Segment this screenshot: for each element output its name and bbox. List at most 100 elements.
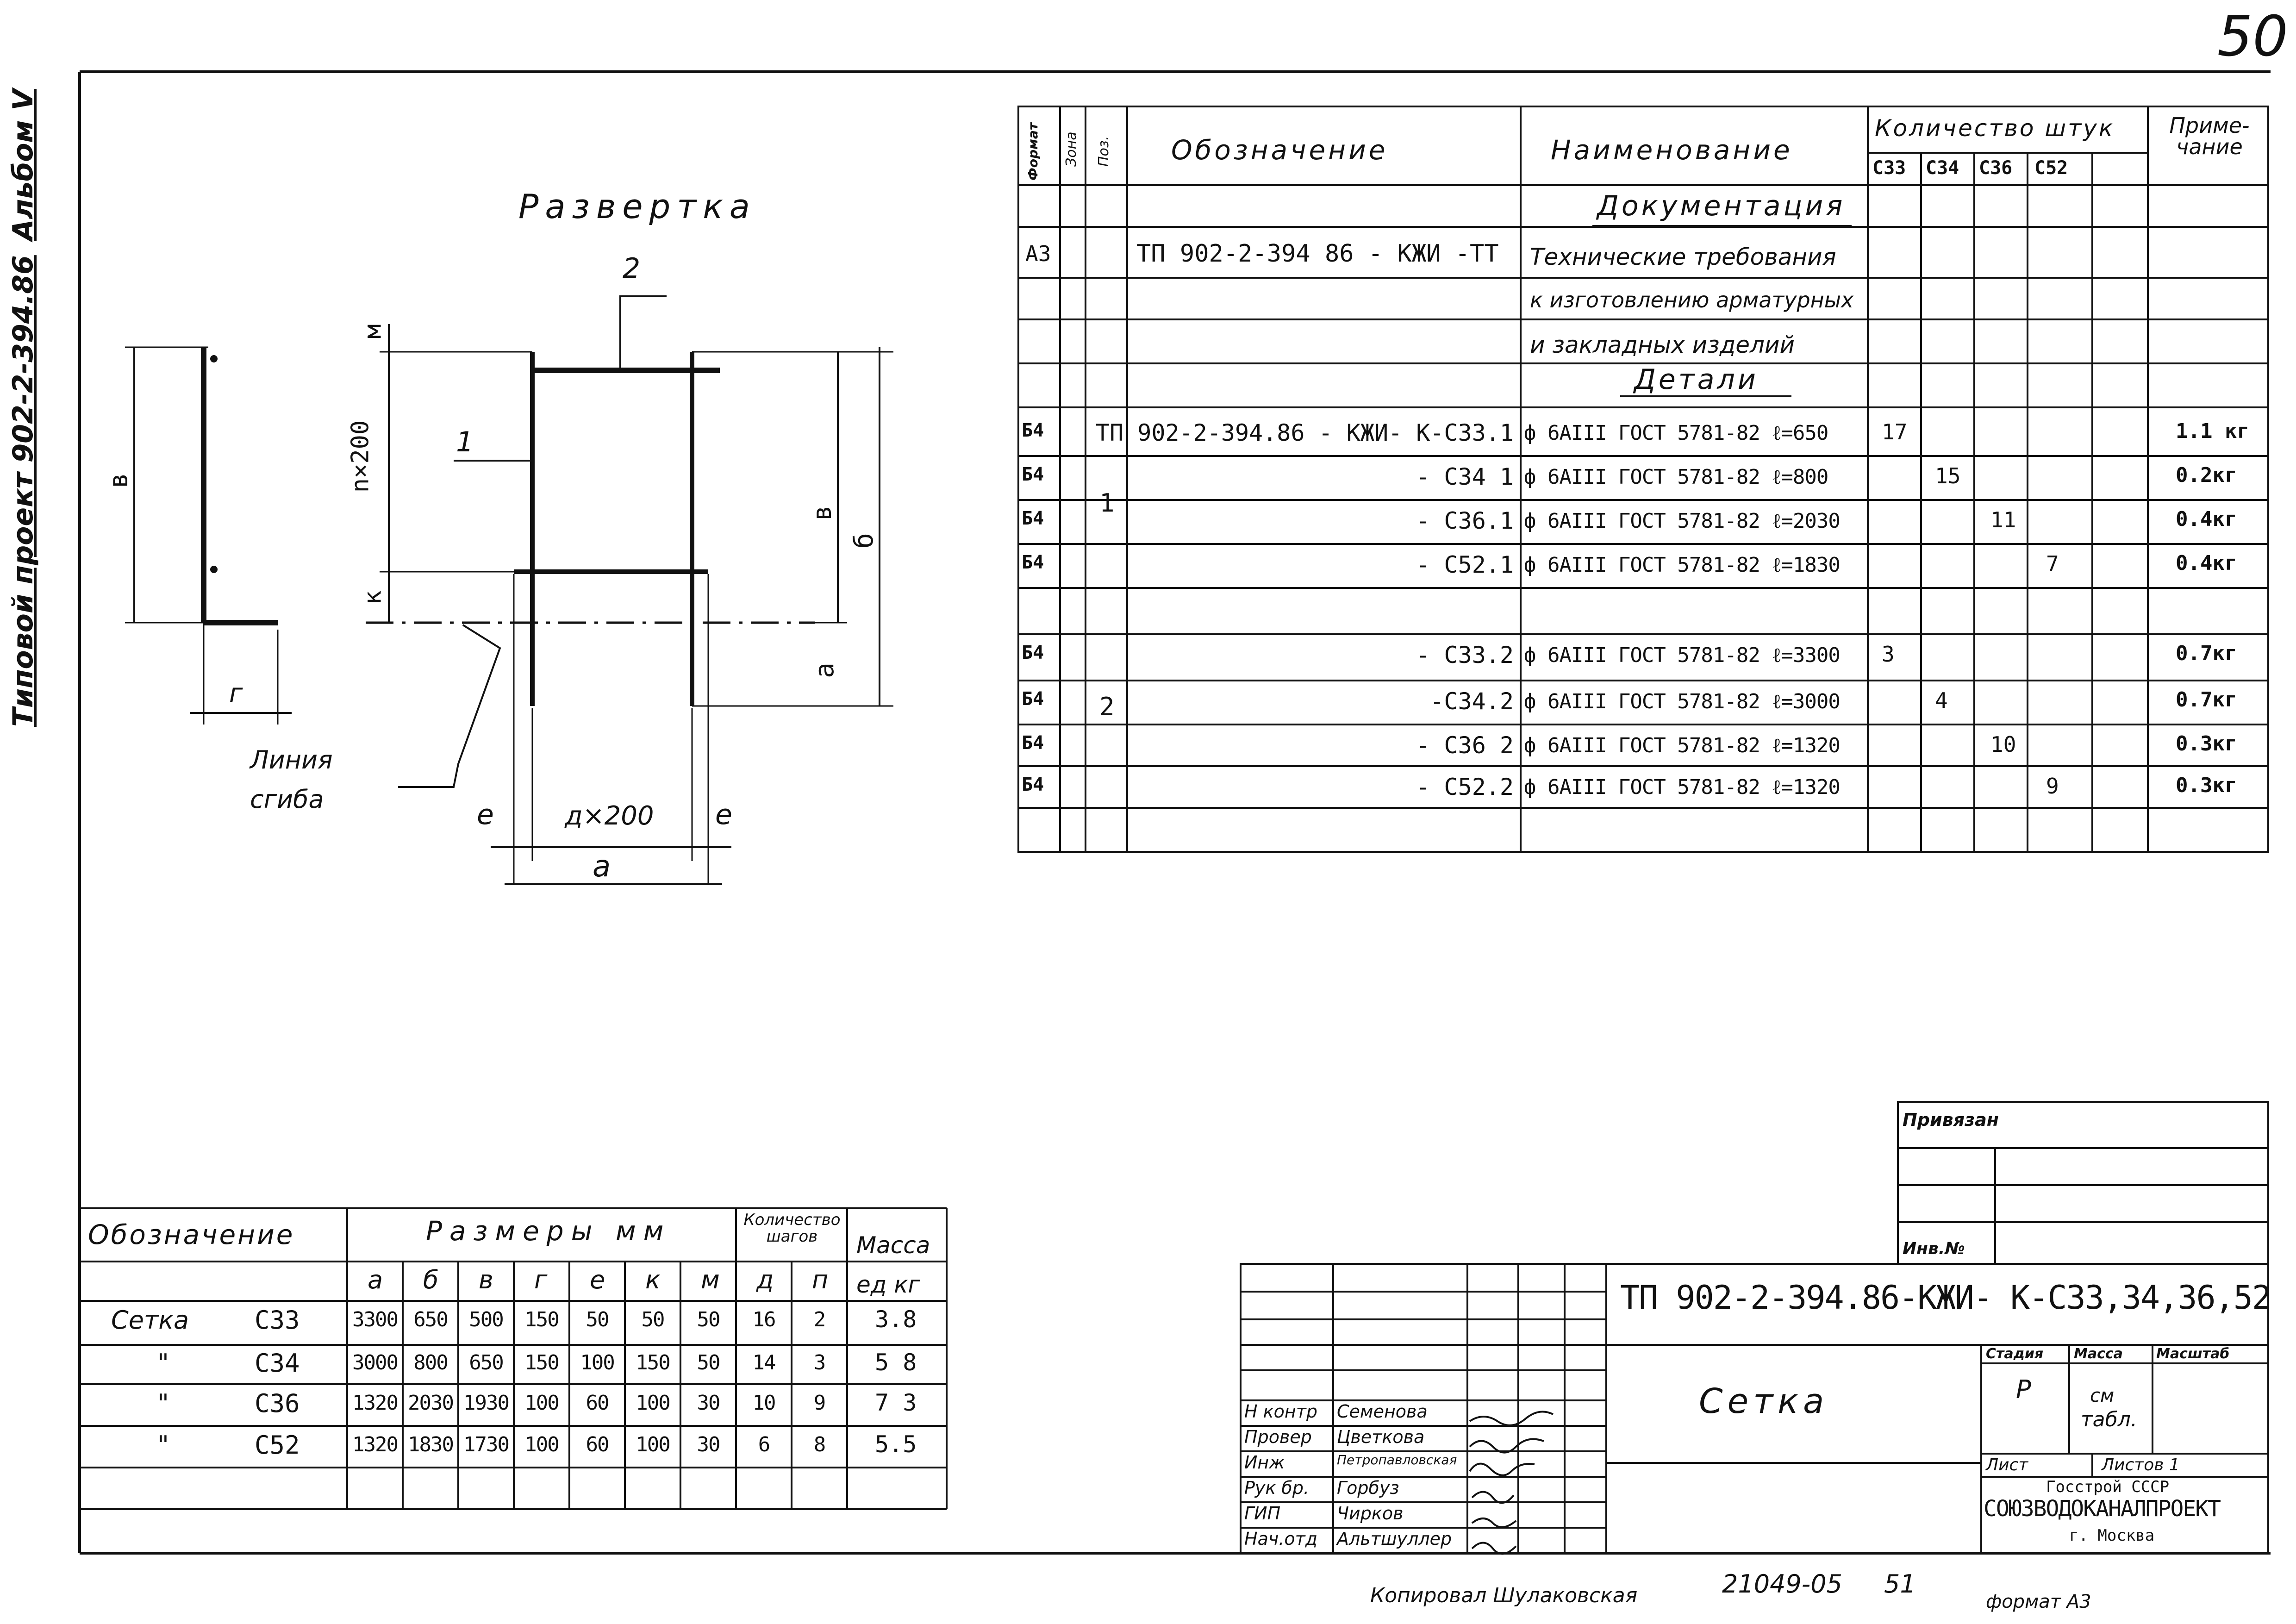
dims-row-name: " — [157, 1389, 169, 1418]
dims-row-value: 100 — [636, 1433, 670, 1456]
spec-row-mass: 0.3кг — [2176, 732, 2237, 756]
footer-copied: Копировал Шулаковская — [1370, 1584, 1638, 1607]
dims-column-header: а — [368, 1265, 383, 1294]
label-bend-line-1: Линия — [250, 745, 333, 775]
dims-row-name: " — [157, 1430, 169, 1460]
dims-row-code: С34 — [255, 1349, 300, 1378]
stamp-mass-value-2: табл. — [2081, 1408, 2137, 1431]
dims-column-header: е — [590, 1265, 605, 1294]
spec-row-designation: -С34.2 — [1430, 688, 1514, 715]
stamp-sheet-label: Лист — [1986, 1455, 2028, 1474]
dims-row-value: 8 — [813, 1433, 826, 1456]
spec-row-designation: - С36.1 — [1416, 507, 1514, 534]
dims-row-value: 50 — [697, 1308, 721, 1331]
dims-row-value: 100 — [636, 1391, 670, 1415]
spec-row-name: ф 6АIII ГОСТ 5781-82 ℓ=650 — [1524, 421, 1828, 445]
spec-doc-designation: ТП 902-2-394 86 - КЖИ -ТТ — [1136, 240, 1499, 268]
stamp-org-3: г. Москва — [2069, 1526, 2155, 1545]
spec-row-name: ф 6АIII ГОСТ 5781-82 ℓ=1320 — [1524, 734, 1841, 757]
spec-row-name: ф 6АIII ГОСТ 5781-82 ℓ=2030 — [1524, 509, 1841, 533]
spec-row-format: Б4 — [1022, 464, 1044, 485]
spec-row-name: ф 6АIII ГОСТ 5781-82 ℓ=1320 — [1524, 775, 1841, 799]
spec-row-format: Б4 — [1022, 508, 1044, 529]
dims-row-value: 50 — [697, 1351, 721, 1374]
stamp-person-name: Горбуз — [1337, 1478, 1399, 1498]
dims-row-mass: 5.5 — [875, 1431, 917, 1458]
dims-header-sizes: Размеры мм — [426, 1215, 671, 1247]
spec-row-format: Б4 — [1022, 688, 1044, 710]
dims-row-name: Сетка — [111, 1305, 189, 1335]
spec-row-name: ф 6АIII ГОСТ 5781-82 ℓ=1830 — [1524, 553, 1841, 577]
dims-header-mass: Масса ед кг — [856, 1232, 930, 1298]
spec-doc-name-1: Технические требования — [1530, 244, 1836, 270]
side-view — [125, 346, 292, 725]
spec-col-c33: С33 — [1872, 157, 1906, 179]
label-pos-2: 2 — [623, 252, 641, 285]
stamp-person-role: ГИП — [1244, 1503, 1281, 1524]
stamp-stage: Р — [2016, 1375, 2031, 1404]
side-project-label: Типовой проект 902-2-394.86 — [7, 255, 39, 727]
dims-column-header: в — [479, 1265, 493, 1294]
spec-col-c34: С34 — [1926, 157, 1959, 179]
stamp-mass-value-1: см — [2090, 1385, 2115, 1406]
label-bend-line-2: сгиба — [250, 785, 324, 814]
label-v-left: в — [103, 473, 134, 488]
dims-row-value: 30 — [697, 1391, 721, 1415]
spec-row-designation: - С52.1 — [1416, 551, 1514, 578]
dims-column-header: г — [534, 1265, 548, 1294]
spec-row-name: ф 6АIII ГОСТ 5781-82 ℓ=3000 — [1524, 690, 1841, 713]
stamp-person-name: Семенова — [1337, 1401, 1428, 1422]
label-e-left: е — [477, 799, 494, 831]
dims-row-value: 2 — [813, 1308, 826, 1331]
spec-row-qty: 10 — [1990, 732, 2016, 757]
spec-row-qty: 11 — [1990, 507, 2016, 532]
spec-section-details: Детали — [1634, 363, 1759, 396]
spec-row-designation: - С33.2 — [1416, 642, 1514, 668]
dims-header-designation: Обозначение — [88, 1219, 295, 1250]
dims-table-grid — [80, 1207, 948, 1510]
spec-row-format: Б4 — [1022, 420, 1044, 441]
dims-row-code: С36 — [255, 1389, 300, 1418]
stamp-code: ТП 902-2-394.86-КЖИ- К-С33,34,36,52 — [1620, 1279, 2271, 1317]
dims-row-code: С33 — [255, 1305, 300, 1335]
footer-number: 21049-05 — [1722, 1569, 1842, 1599]
label-v-right: в — [807, 505, 837, 521]
spec-row-format: Б4 — [1022, 552, 1044, 573]
spec-row-designation: - С36 2 — [1416, 732, 1514, 759]
flat-pattern — [366, 295, 893, 885]
dims-column-header: б — [423, 1265, 439, 1294]
dims-row-value: 1930 — [463, 1391, 510, 1415]
spec-col-c52: С52 — [2034, 157, 2068, 179]
spec-row-name: ф 6АIII ГОСТ 5781-82 ℓ=800 — [1524, 465, 1828, 489]
dims-row-value: 1320 — [352, 1391, 399, 1415]
stamp-person-name: Петропавловская — [1337, 1452, 1457, 1468]
spec-row-mass: 0.7кг — [2176, 642, 2237, 665]
dims-row-value: 100 — [580, 1351, 615, 1374]
spec-col-c36: С36 — [1979, 157, 2013, 179]
spec-header-zone: Зона — [1063, 131, 1079, 167]
spec-row-designation: ТП 902-2-394.86 - КЖИ- К-С33.1 — [1095, 419, 1514, 446]
dims-row-value: 650 — [413, 1308, 448, 1331]
stamp-stage-label: Стадия — [1986, 1346, 2044, 1362]
stamp-person-role: Н контр — [1244, 1401, 1317, 1422]
spec-row-format: Б4 — [1022, 732, 1044, 754]
label-e-right: е — [715, 799, 732, 831]
spec-row-name: ф 6АIII ГОСТ 5781-82 ℓ=3300 — [1524, 643, 1841, 667]
stamp-person-name: Цветкова — [1337, 1427, 1425, 1447]
dims-row-value: 3 — [813, 1351, 826, 1374]
dims-row-value: 9 — [813, 1391, 826, 1415]
dims-row-value: 100 — [524, 1433, 559, 1456]
dims-row-value: 650 — [469, 1351, 504, 1374]
stamp-person-name: Чирков — [1337, 1503, 1404, 1524]
spec-doc-name-2: к изготовлению арматурных — [1530, 287, 1854, 312]
dims-row-mass: 7 3 — [875, 1389, 917, 1416]
spec-row-qty: 15 — [1935, 463, 1961, 488]
dims-header-steps: Количество шагов — [743, 1211, 841, 1246]
dims-row-value: 14 — [752, 1351, 776, 1374]
spec-pos-1: 1 — [1099, 488, 1115, 518]
spec-table-grid — [1017, 106, 2269, 853]
dims-row-value: 3000 — [352, 1351, 399, 1374]
stamp-privyazan: Привязан — [1903, 1110, 1999, 1130]
spec-row-mass: 0.4кг — [2176, 551, 2237, 575]
dims-row-value: 150 — [524, 1308, 559, 1331]
